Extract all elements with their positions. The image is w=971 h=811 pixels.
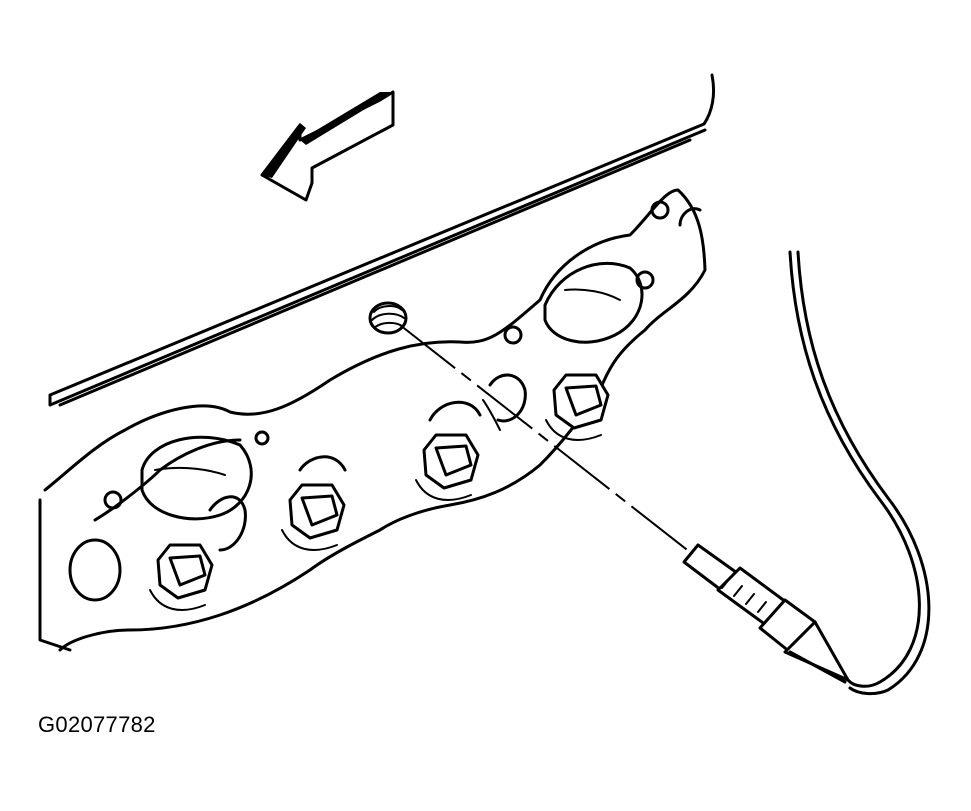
manifold-bolt [545,373,610,441]
installation-guide-line [399,324,701,561]
oxygen-sensor [682,250,931,696]
cylinder-head [38,73,716,652]
sensor-port [368,301,408,335]
manifold-bolt [281,483,346,551]
manifold-bolts [149,373,610,611]
figure-code: G02077782 [38,712,156,737]
exhaust-manifold [43,188,707,652]
manifold-bolt [149,543,214,611]
arrow-left-icon [260,90,395,202]
manifold-bolt [415,433,480,501]
